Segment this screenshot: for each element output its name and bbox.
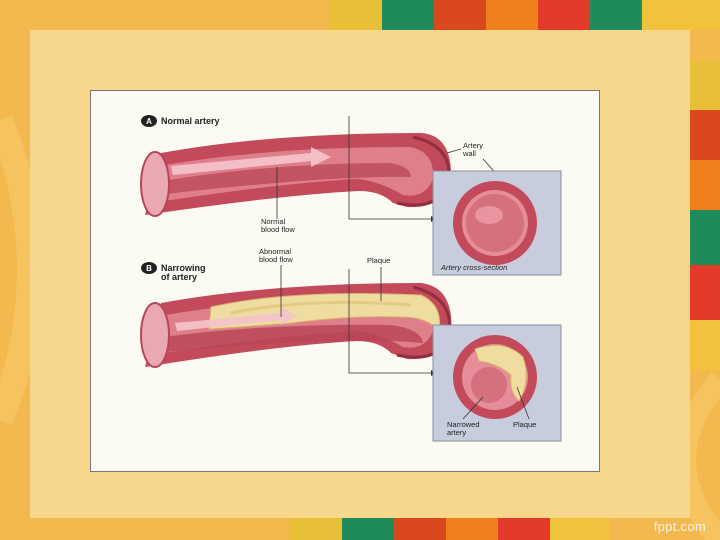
artery-wall-label-2: wall [462, 149, 476, 158]
narrowed-artery-label-2: artery [447, 428, 466, 437]
panel-a-title: Normal artery [161, 116, 220, 126]
artery-diagram: A Normal artery Artery wall Normal blood… [90, 90, 600, 472]
plaque-label: Plaque [367, 256, 390, 265]
panel-b-letter: B [146, 264, 152, 273]
panel-b-title-2: of artery [161, 272, 197, 282]
artery-illustration: A Normal artery Artery wall Normal blood… [91, 91, 599, 471]
panel-a: A Normal artery Artery wall Normal blood… [141, 115, 561, 275]
panel-a-letter: A [146, 117, 152, 126]
cross-section-caption: Artery cross-section [440, 263, 507, 272]
abnormal-flow-label-2: blood flow [259, 255, 293, 264]
fppt-watermark: fppt.com [654, 519, 706, 534]
panel-b: B Narrowing of artery Abnormal blood flo… [141, 247, 561, 441]
cross-plaque-label: Plaque [513, 420, 536, 429]
normal-flow-label-2: blood flow [261, 225, 295, 234]
